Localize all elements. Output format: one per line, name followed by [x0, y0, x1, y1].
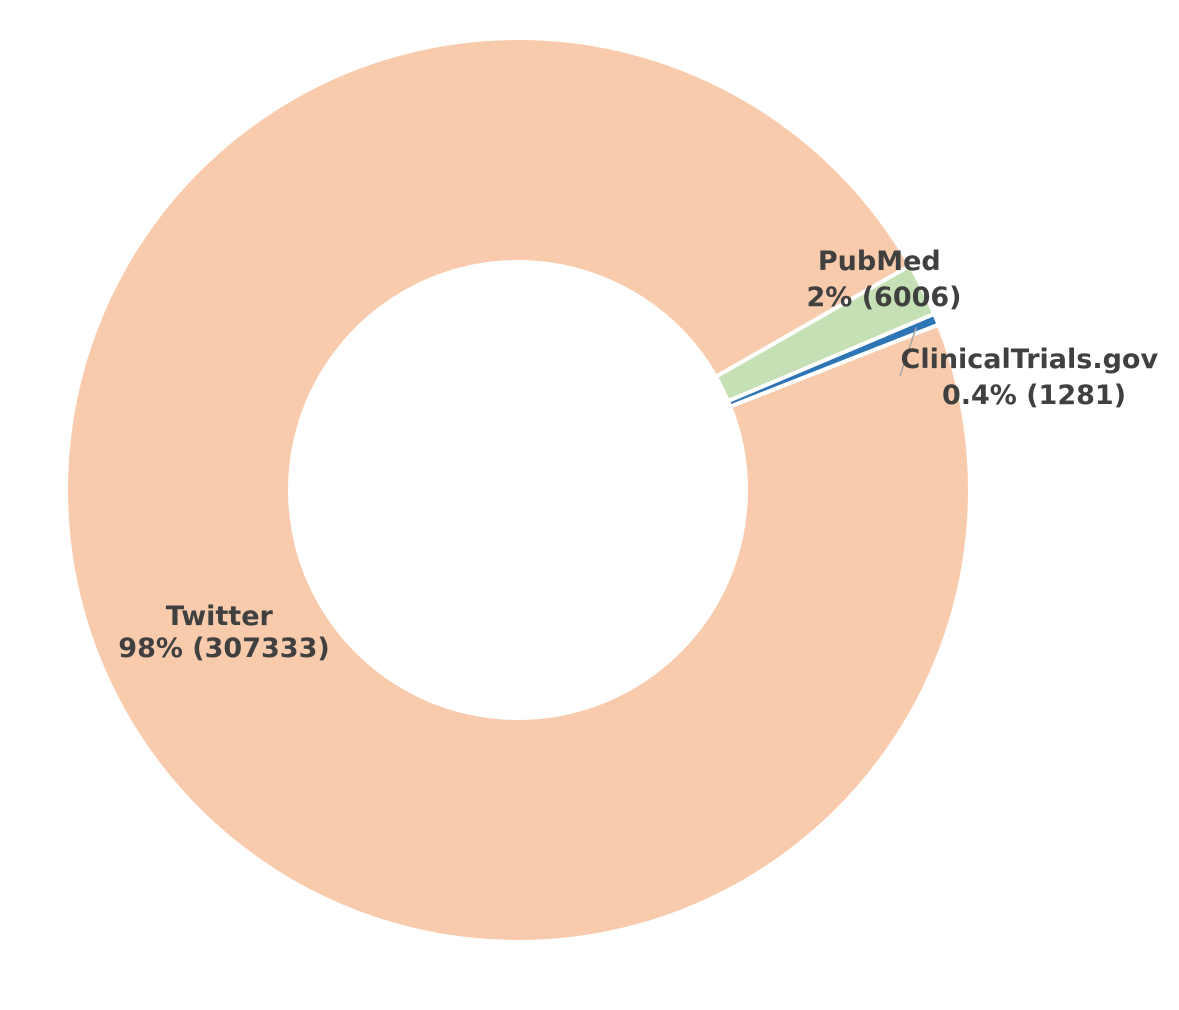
- label-twitter: Twitter 98% (307333): [118, 601, 329, 664]
- label-clinicaltrials-name: ClinicalTrials.gov: [901, 344, 1159, 375]
- label-pubmed: PubMed 2% (6006): [806, 246, 961, 313]
- label-clinicaltrials: ClinicalTrials.gov 0.4% (1281): [901, 344, 1168, 411]
- label-pubmed-name: PubMed: [818, 246, 941, 277]
- clinicaltrials-leader-line: [899, 327, 917, 377]
- label-twitter-value: 98% (307333): [118, 633, 329, 664]
- donut-slices: [64, 36, 972, 944]
- label-clinicaltrials-value: 0.4% (1281): [942, 380, 1126, 411]
- slice-twitter: [64, 36, 972, 944]
- label-twitter-name: Twitter: [166, 601, 274, 632]
- label-pubmed-value: 2% (6006): [806, 282, 961, 313]
